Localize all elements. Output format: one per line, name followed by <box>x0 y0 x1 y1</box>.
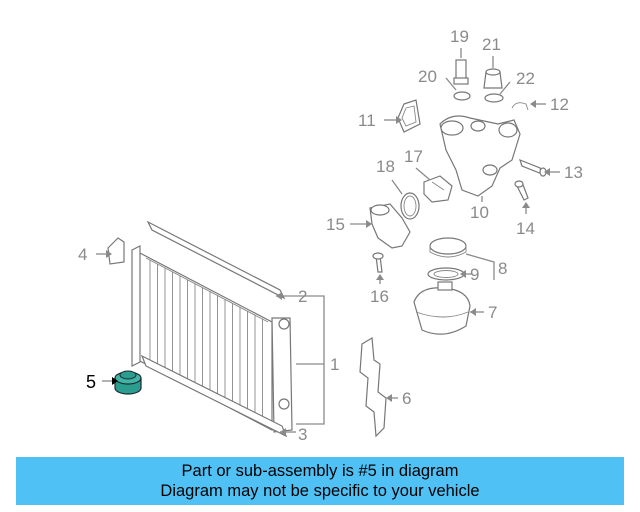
info-banner: Part or sub-assembly is #5 in diagram Di… <box>16 457 624 505</box>
thermostat-housing[interactable] <box>439 115 521 197</box>
callout-2: 2 <box>298 287 307 306</box>
callout-3: 3 <box>298 425 307 444</box>
mount-rubber[interactable] <box>107 237 125 265</box>
temperature-sensor[interactable] <box>453 59 469 85</box>
callout-8: 8 <box>498 259 507 278</box>
arrowheads <box>106 100 550 436</box>
leader-lines <box>96 48 560 433</box>
highlighted-part-5[interactable] <box>114 370 142 395</box>
callout-labels: 1 2 3 4 5 6 7 8 9 10 11 12 13 14 15 16 1… <box>78 27 583 444</box>
callout-22: 22 <box>516 69 535 88</box>
banner-line-1: Part or sub-assembly is #5 in diagram <box>181 462 459 480</box>
callout-6: 6 <box>402 389 411 408</box>
seal-ring[interactable] <box>427 267 465 281</box>
hose-clip[interactable] <box>511 102 529 111</box>
o-ring-22[interactable] <box>484 93 504 103</box>
o-ring-18[interactable] <box>400 192 420 220</box>
bolt-16[interactable] <box>372 252 384 273</box>
parts-diagram: 1 2 3 4 5 6 7 8 9 10 11 12 13 14 15 16 1… <box>78 27 583 444</box>
callout-1: 1 <box>330 355 339 374</box>
callout-20: 20 <box>418 67 437 86</box>
callout-10: 10 <box>470 203 489 222</box>
callout-16: 16 <box>370 287 389 306</box>
coolant-elbow[interactable] <box>369 203 411 249</box>
upper-bracket[interactable] <box>146 220 286 300</box>
thermostat[interactable] <box>423 175 453 203</box>
callout-21: 21 <box>482 35 501 54</box>
callout-7: 7 <box>488 303 497 322</box>
callout-19: 19 <box>450 27 469 46</box>
bolt-13[interactable] <box>519 158 547 177</box>
callout-12: 12 <box>550 95 569 114</box>
callout-4: 4 <box>78 245 87 264</box>
air-guide[interactable] <box>359 336 387 438</box>
callout-15: 15 <box>326 215 345 234</box>
o-ring-20[interactable] <box>453 91 471 101</box>
gasket[interactable] <box>397 99 421 133</box>
cap[interactable] <box>429 237 467 258</box>
bolt-14[interactable] <box>514 180 529 201</box>
callout-17: 17 <box>404 147 423 166</box>
callout-9: 9 <box>470 265 479 284</box>
callout-14: 14 <box>516 219 535 238</box>
callout-5: 5 <box>86 372 96 392</box>
banner-line-2: Diagram may not be specific to your vehi… <box>160 482 480 500</box>
radiator[interactable] <box>131 245 293 433</box>
callout-11: 11 <box>358 111 376 130</box>
expansion-tank[interactable] <box>413 281 471 335</box>
callout-13: 13 <box>564 163 583 182</box>
callout-18: 18 <box>376 157 395 176</box>
plug[interactable] <box>483 68 503 89</box>
